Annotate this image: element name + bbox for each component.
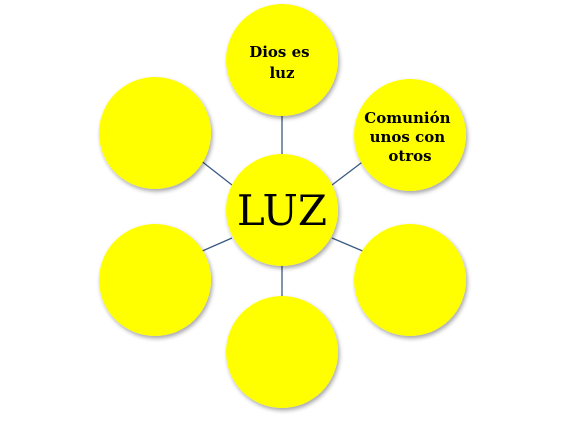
svg-text:Comunión unos con: Comunión unos con otros — [364, 109, 455, 165]
svg-text:Dios es luz: Dios es luz — [249, 43, 315, 82]
node-top: Dios es luz — [226, 4, 338, 116]
connector-upper-left — [199, 159, 233, 186]
node-bottom — [226, 296, 338, 408]
connector-upper-right — [331, 159, 366, 186]
center-label: LUZ — [237, 186, 327, 235]
node-top-line-1: Dios es — [249, 43, 309, 61]
node-upper-right-line-2: unos con — [370, 128, 446, 146]
node-upper-right: Comunión unos con otros — [354, 79, 466, 191]
node-lower-left — [99, 224, 211, 336]
node-upper-right-line-1: Comunión — [364, 109, 450, 127]
node-upper-left — [99, 77, 211, 189]
connector-lower-left — [199, 237, 233, 253]
center-node: LUZ — [226, 154, 338, 266]
node-lower-right — [354, 224, 466, 336]
node-top-line-2: luz — [269, 64, 295, 82]
node-upper-right-line-3: otros — [388, 147, 431, 165]
connector-lower-right — [331, 237, 366, 253]
